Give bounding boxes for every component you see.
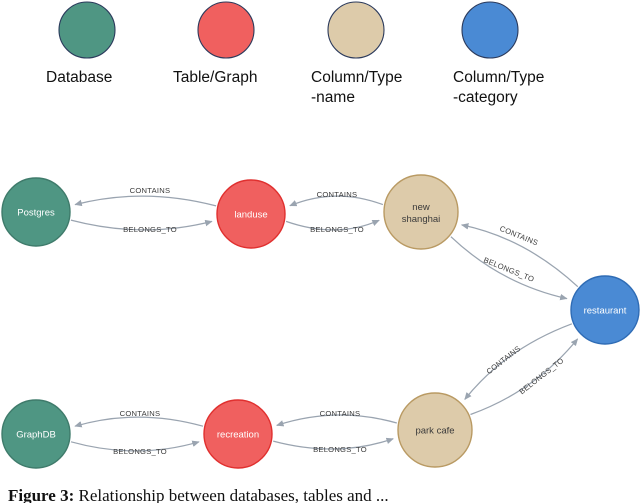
node-circle[interactable]: [1, 399, 71, 469]
edge-label: BELONGS_TO: [123, 225, 177, 234]
node-label: Postgres: [17, 208, 55, 219]
legend-label-line2: -category: [453, 89, 518, 106]
node-circle[interactable]: [1, 177, 71, 247]
node-circle[interactable]: [570, 275, 640, 345]
legend-swatch-2: [327, 1, 385, 59]
legend-layer: [58, 1, 519, 59]
edge-label: CONTAINS: [317, 190, 358, 199]
graph-node-landuse[interactable]: landuse: [216, 179, 286, 249]
legend-label-line1: Database: [46, 69, 113, 86]
edge-label: CONTAINS: [120, 409, 161, 418]
edge-label: CONTAINS: [498, 224, 539, 248]
edge-label: CONTAINS: [485, 344, 523, 376]
node-circle[interactable]: [383, 174, 459, 250]
graph-edge: [450, 236, 568, 301]
legend-label-2: Column/Type -name: [311, 68, 402, 108]
graph-edge: [289, 195, 384, 207]
legend-label-line1: Column/Type: [311, 69, 403, 86]
graph-node-recreation[interactable]: recreation: [203, 399, 273, 469]
graph-node-restaurant[interactable]: restaurant: [570, 275, 640, 345]
legend-label-line1: Column/Type: [453, 69, 545, 86]
node-label-line2: shanghai: [402, 214, 441, 225]
legend-label-0: Database: [46, 68, 112, 88]
node-label: GraphDB: [16, 430, 56, 441]
node-label: park cafe: [415, 426, 454, 437]
legend-swatch-0: [58, 1, 116, 59]
node-label: restaurant: [584, 306, 627, 317]
graph-node-postgres[interactable]: Postgres: [1, 177, 71, 247]
node-label: recreation: [217, 430, 259, 441]
figure-caption-prefix: Figure 3:: [8, 486, 75, 503]
graph-edge: [470, 338, 579, 416]
edge-label: BELONGS_TO: [113, 447, 167, 456]
graph-node-graphdb[interactable]: GraphDB: [1, 399, 71, 469]
legend-label-line1: Table/Graph: [173, 69, 258, 86]
graph-edge: [285, 219, 380, 231]
figure-caption-text: Relationship between databases, tables a…: [74, 486, 389, 503]
node-circle[interactable]: [397, 392, 473, 468]
edge-label: CONTAINS: [320, 409, 361, 418]
edge-label: BELONGS_TO: [310, 225, 364, 234]
edge-label: BELONGS_TO: [482, 255, 535, 284]
legend-label-3: Column/Type -category: [453, 68, 544, 108]
graph-edge: [70, 219, 213, 231]
legend-label-line2: -name: [311, 89, 355, 106]
edges-layer: [70, 195, 579, 452]
node-label: landuse: [234, 210, 267, 221]
graph-edge: [70, 440, 200, 452]
graph-edge: [276, 414, 397, 427]
graph-edge: [74, 416, 204, 428]
edge-label: BELONGS_TO: [313, 445, 367, 454]
legend-swatch-3: [461, 1, 519, 59]
node-circle[interactable]: [216, 179, 286, 249]
figure-caption: Figure 3: Relationship between databases…: [8, 486, 389, 503]
graph-node-parkcafe[interactable]: park cafe: [397, 392, 473, 468]
legend-label-1: Table/Graph: [173, 68, 257, 88]
node-circle[interactable]: [203, 399, 273, 469]
graph-edge: [74, 195, 217, 207]
graph-edge: [273, 437, 394, 450]
edge-label: CONTAINS: [130, 186, 171, 195]
graph-edge: [464, 323, 573, 400]
edge-label: BELONGS_TO: [517, 356, 565, 396]
legend-swatch-1: [197, 1, 255, 59]
graph-edge: [460, 223, 579, 288]
node-label: new: [412, 202, 430, 213]
